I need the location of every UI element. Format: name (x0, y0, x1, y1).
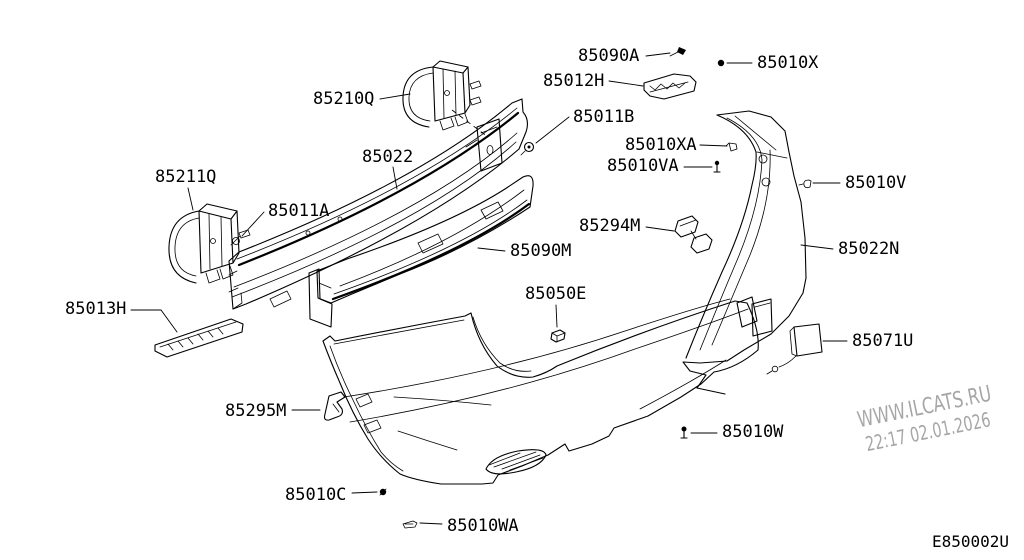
part-label-85010XA[interactable]: 85010XA (625, 135, 697, 155)
part-label-85210Q[interactable]: 85210Q (313, 89, 374, 109)
part-label-85010C[interactable]: 85010C (285, 485, 346, 505)
leader-85010WA (419, 522, 443, 525)
clip-icon-85010X (717, 59, 725, 67)
part-label-85090A[interactable]: 85090A (578, 46, 639, 66)
diagram-sheet-code: E850002U (932, 532, 1009, 551)
screw-icon-85010W (680, 426, 688, 439)
part-drawing-side-panel-85022N (682, 110, 807, 395)
part-label-85010X[interactable]: 85010X (757, 53, 819, 73)
screw-icon-85010VA (713, 160, 721, 173)
part-label-85012H[interactable]: 85012H (543, 71, 604, 91)
clip-icon-85010XA (725, 142, 738, 152)
watermark: WWW.ILCATS.RU 22:17 02.01.2026 (855, 382, 993, 457)
part-label-85211Q[interactable]: 85211Q (155, 167, 216, 187)
part-drawing-bracket-85211Q (168, 203, 251, 284)
part-drawing-tow-hook-cover-85071U (766, 323, 823, 375)
part-label-85050E[interactable]: 85050E (525, 284, 586, 304)
leader-85090M (477, 247, 506, 252)
part-label-85010V[interactable]: 85010V (845, 173, 906, 193)
clip-icon-85010V (798, 179, 812, 189)
screw-icon-85011B (520, 141, 535, 156)
part-label-85010WA[interactable]: 85010WA (447, 516, 519, 536)
part-drawing-bracket-85210Q (402, 60, 489, 138)
clip-icon-85010WA (402, 520, 418, 529)
leader-85090A (645, 52, 671, 57)
clip-icon-85011A (230, 235, 241, 246)
leader-85294M (645, 226, 675, 232)
part-labels: 85090A 85010X 85012H 85210Q 85011B 85022… (65, 46, 913, 536)
part-label-85010VA[interactable]: 85010VA (607, 156, 679, 176)
part-label-85022N[interactable]: 85022N (838, 239, 899, 259)
leader-85011A (241, 211, 265, 237)
part-label-85294M[interactable]: 85294M (579, 216, 640, 236)
part-label-85022[interactable]: 85022 (362, 147, 413, 167)
part-label-85011B[interactable]: 85011B (573, 107, 634, 127)
leader-85010C (351, 491, 378, 494)
part-label-85010W[interactable]: 85010W (722, 422, 784, 442)
part-label-85071U[interactable]: 85071U (852, 331, 913, 351)
leader-85022N (800, 244, 834, 250)
leader-lines (130, 52, 848, 525)
leader-85210Q (379, 93, 411, 100)
part-drawing-bracket-85294M (674, 215, 713, 254)
part-drawing-bracket-85012H (643, 73, 697, 100)
leader-85211Q (187, 187, 194, 211)
clip-icon-85050E (550, 329, 566, 343)
leader-85010XA (699, 144, 728, 147)
leader-85022 (392, 166, 398, 190)
part-label-85295M[interactable]: 85295M (225, 401, 286, 421)
part-drawing-reinforcement-beam-85022 (228, 98, 529, 310)
assembly-dashed-line (451, 109, 489, 138)
part-drawing-bracket-85013H (154, 318, 244, 358)
screw-icon-85090A (669, 47, 686, 57)
part-drawing-bumper-fascia (322, 296, 759, 485)
part-label-85013H[interactable]: 85013H (65, 299, 126, 319)
part-drawing-bracket-85295M (323, 391, 346, 421)
leader-85012H (608, 80, 644, 87)
part-label-85011A[interactable]: 85011A (268, 201, 329, 221)
leader-85013H (130, 309, 178, 333)
leader-85011B (535, 116, 570, 144)
part-drawing-energy-absorber-85090M (308, 175, 534, 328)
clip-icon-85010C (379, 488, 387, 496)
part-label-85090M[interactable]: 85090M (510, 241, 571, 261)
leader-85050E (555, 304, 558, 328)
